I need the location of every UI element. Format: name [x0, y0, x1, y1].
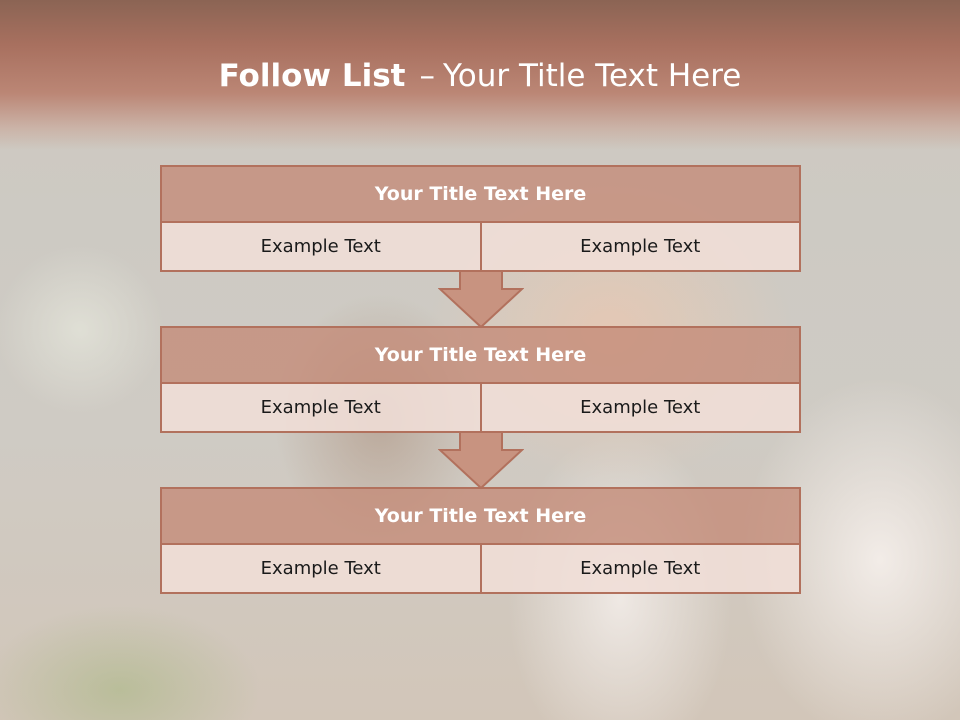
block-cell-right: Example Text [479, 545, 800, 592]
down-arrow-icon [438, 271, 524, 329]
block-row: Example Text Example Text [160, 223, 801, 272]
list-block-1: Your Title Text Here Example Text Exampl… [160, 165, 801, 272]
list-block-2: Your Title Text Here Example Text Exampl… [160, 326, 801, 433]
block-row: Example Text Example Text [160, 545, 801, 594]
block-title: Your Title Text Here [160, 326, 801, 384]
block-title: Your Title Text Here [160, 165, 801, 223]
block-cell-right: Example Text [479, 384, 800, 431]
header-band [0, 0, 960, 150]
list-block-3: Your Title Text Here Example Text Exampl… [160, 487, 801, 594]
block-cell-left: Example Text [260, 558, 381, 579]
block-row: Example Text Example Text [160, 384, 801, 433]
down-arrow-icon [438, 432, 524, 490]
slide-title: Follow List–Your Title Text Here [0, 56, 960, 96]
block-title: Your Title Text Here [160, 487, 801, 545]
block-cell-left: Example Text [260, 397, 381, 418]
block-cell-left: Example Text [260, 236, 381, 257]
title-rest: Your Title Text Here [442, 58, 742, 94]
title-bold: Follow List [218, 58, 406, 94]
title-separator: – [419, 58, 435, 94]
block-cell-right: Example Text [479, 223, 800, 270]
